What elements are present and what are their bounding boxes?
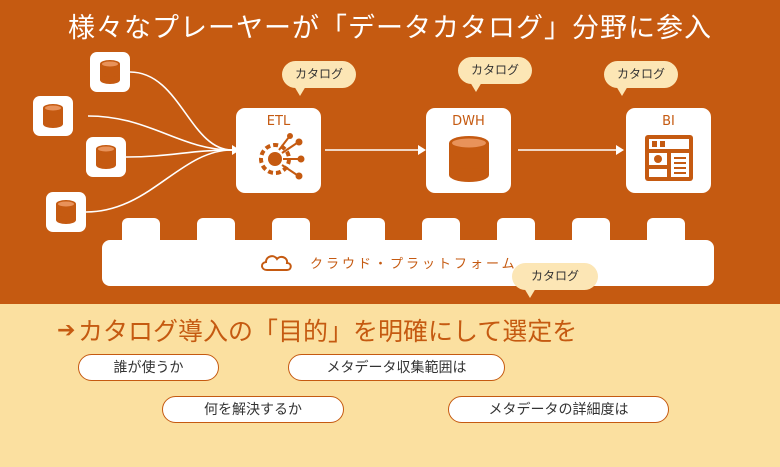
cloud-platform-bar (102, 240, 714, 286)
cloud-icon (261, 255, 292, 271)
source-line-4 (85, 149, 233, 213)
platform-tab (347, 218, 385, 244)
question-what-to-solve: 何を解決するか (162, 396, 344, 423)
source-line-1 (129, 71, 233, 151)
platform-tab (497, 218, 535, 244)
database-icon (449, 136, 489, 182)
platform-tab (197, 218, 235, 244)
source-line-2 (87, 115, 233, 151)
question-metadata-detail: メタデータの詳細度は (448, 396, 669, 423)
bi-label: BI (662, 114, 675, 129)
source-database-3 (86, 137, 126, 177)
database-icon (96, 145, 116, 169)
bi-node: BI (626, 108, 711, 193)
dwh-node: DWH (426, 108, 511, 193)
question-metadata-scope: メタデータ収集範囲は (288, 354, 505, 381)
source-database-4 (46, 192, 86, 232)
database-icon (100, 60, 120, 84)
flow-arrows (85, 71, 624, 213)
catalog-bubble-bi: カタログ (604, 61, 678, 96)
arrowhead-bi (616, 145, 624, 155)
platform-tab (572, 218, 610, 244)
purpose-heading: カタログ導入の「目的」を明確にして選定を (78, 317, 578, 346)
arrowhead-dwh (418, 145, 426, 155)
cloud-platform-label: クラウド・プラットフォーム (310, 257, 518, 272)
etl-node: ETL (236, 108, 321, 193)
gear-circuit-icon (259, 133, 305, 180)
dwh-label: DWH (452, 114, 485, 129)
etl-label: ETL (266, 114, 291, 129)
question-who-uses: 誰が使うか (78, 354, 219, 381)
source-line-3 (125, 149, 233, 158)
catalog-bubble-dwh: カタログ (458, 57, 532, 92)
platform-tab (272, 218, 310, 244)
platform-tab (122, 218, 160, 244)
arrow-right-icon: ➔ (57, 318, 76, 343)
database-icon (43, 104, 63, 128)
source-database-1 (90, 52, 130, 92)
catalog-bubble-platform: カタログ (512, 263, 598, 298)
platform-tab (422, 218, 460, 244)
database-icon (56, 200, 76, 224)
source-database-2 (33, 96, 73, 136)
slide-title: 様々なプレーヤーが「データカタログ」分野に参入 (68, 13, 712, 44)
catalog-bubble-etl: カタログ (282, 61, 356, 96)
platform-tab (647, 218, 685, 244)
dashboard-icon (645, 135, 693, 181)
